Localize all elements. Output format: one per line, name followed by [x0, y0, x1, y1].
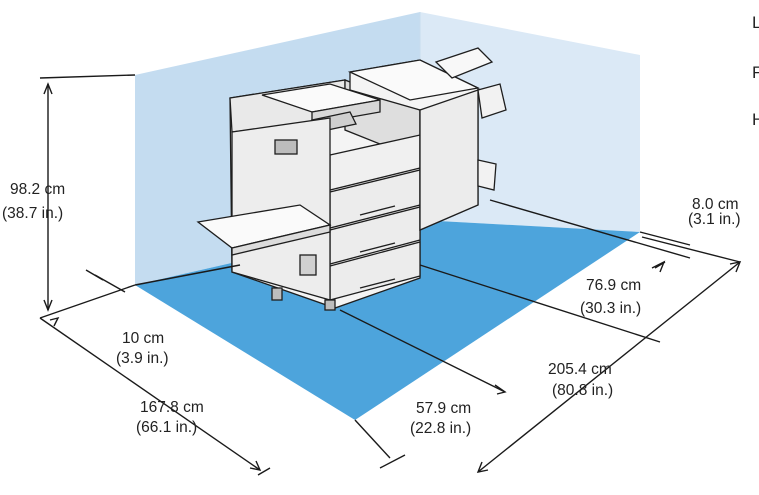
side-label-l: L — [752, 13, 759, 32]
front-clearance-imperial-label: (22.8 in.) — [410, 420, 471, 437]
left-clearance-metric-label: 10 cm — [122, 330, 164, 347]
height-imperial-label: (38.7 in.) — [2, 205, 63, 222]
side-label-h: H — [752, 110, 759, 129]
finisher-illustration — [347, 47, 507, 231]
side-label-f: F — [752, 63, 759, 82]
left-clearance-imperial-label: (3.9 in.) — [116, 350, 169, 367]
rear-clearance-metric-label: 8.0 cm — [692, 196, 739, 213]
height-metric-label: 98.2 cm — [10, 181, 65, 198]
front-clearance-metric-label: 57.9 cm — [416, 400, 471, 417]
right-clearance-metric-label: 76.9 cm — [586, 277, 641, 294]
width-total-metric-label: 205.4 cm — [548, 361, 612, 378]
depth-total-imperial-label: (66.1 in.) — [136, 419, 197, 436]
right-clearance-imperial-label: (30.3 in.) — [580, 300, 641, 317]
width-total-imperial-label: (80.8 in.) — [552, 382, 613, 399]
dimension-lines — [39, 74, 742, 476]
printer-illustration — [196, 79, 421, 311]
rear-clearance-imperial-label: (3.1 in.) — [688, 211, 741, 228]
depth-total-metric-label: 167.8 cm — [140, 399, 204, 416]
